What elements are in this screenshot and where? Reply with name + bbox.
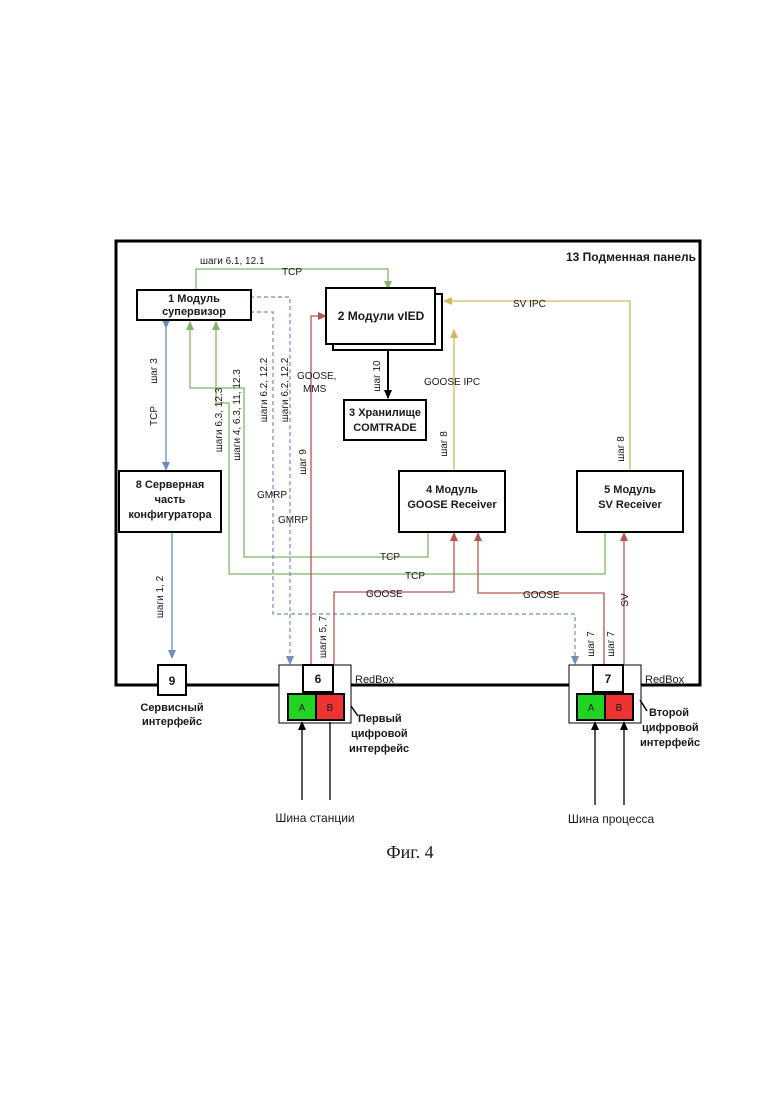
goose-receiver-line1: 4 Модуль xyxy=(426,484,478,496)
label-tcp-left: TCP xyxy=(149,406,160,426)
sv-receiver-line2: SV Receiver xyxy=(598,499,662,511)
panel-title: 13 Подменная панель xyxy=(566,250,696,264)
goose-mms-redbox6-vied-arrow xyxy=(311,316,326,664)
vied-label: 2 Модули vIED xyxy=(338,309,425,323)
label-sv: SV xyxy=(620,593,631,607)
sv-receiver-module: 5 Модуль SV Receiver xyxy=(577,471,683,532)
process-bus-label: Шина процесса xyxy=(568,812,655,826)
redbox6-port-a-label: A xyxy=(299,703,306,714)
label-steps-5-7: шаги 5, 7 xyxy=(318,615,329,658)
tcp-sv-receiver-supervisor-arrow xyxy=(216,322,605,574)
redbox7-tag: RedBox xyxy=(645,674,685,686)
label-step-7a: шаг 7 xyxy=(586,631,597,657)
label-step-8a: шаг 8 xyxy=(439,431,450,457)
configurator-line2: часть xyxy=(155,494,186,506)
label-step-3: шаг 3 xyxy=(149,358,160,384)
configurator-line1: 8 Серверная xyxy=(136,479,205,491)
label-goose-mms-1: GOOSE, xyxy=(297,371,336,382)
goose-receiver-module: 4 Модуль GOOSE Receiver xyxy=(399,471,505,532)
first-interface-line1: Первый xyxy=(358,713,402,725)
label-steps-6-2b: шаги 6.2, 12.2 xyxy=(280,357,291,422)
redbox7-port-b-label: B xyxy=(616,703,623,714)
label-step-7b: шаг 7 xyxy=(606,631,617,657)
storage-line2: COMTRADE xyxy=(353,422,417,434)
label-steps-1-2: шаги 1, 2 xyxy=(155,575,166,618)
label-goose-ipc: GOOSE IPC xyxy=(424,377,480,388)
redbox7-port-a-label: A xyxy=(588,703,595,714)
redbox7-number: 7 xyxy=(605,672,612,686)
first-interface-line3: интерфейс xyxy=(349,743,409,755)
label-goose-mms-2: MMS xyxy=(303,384,327,395)
service-interface-line2: интерфейс xyxy=(142,716,202,728)
service-port-label: 9 xyxy=(169,674,176,688)
label-steps-6-3: шаги 6.3, 12.3 xyxy=(214,387,225,452)
second-interface-line2: цифровой xyxy=(642,722,699,734)
label-gmrp-2: GMRP xyxy=(278,515,308,526)
label-steps-6-1: шаги 6.1, 12.1 xyxy=(200,256,265,267)
station-bus-label: Шина станции xyxy=(275,811,354,825)
label-tcp-mid: TCP xyxy=(380,552,400,563)
label-step-10: шаг 10 xyxy=(372,360,383,392)
label-step-9: шаг 9 xyxy=(298,449,309,475)
second-interface-line3: интерфейс xyxy=(640,737,700,749)
comtrade-storage: 3 Хранилище COMTRADE xyxy=(344,400,426,440)
label-tcp-low: TCP xyxy=(405,571,425,582)
supervisor-module: 1 Модуль супервизор xyxy=(137,290,251,320)
service-port: 9 xyxy=(158,665,186,695)
redbox6-port-b-label: B xyxy=(327,703,334,714)
first-interface-callout xyxy=(351,706,358,716)
supervisor-line1: 1 Модуль xyxy=(168,293,220,305)
redbox6-number: 6 xyxy=(315,672,322,686)
goose-receiver-line2: GOOSE Receiver xyxy=(407,499,497,511)
configurator-line3: конфигуратора xyxy=(128,509,212,521)
label-goose-left: GOOSE xyxy=(366,589,403,600)
service-interface-line1: Сервисный xyxy=(140,702,203,714)
label-goose-right: GOOSE xyxy=(523,590,560,601)
label-steps-4: шаги 4, 6.3, 11, 12.3 xyxy=(232,369,243,461)
sv-receiver-line1: 5 Модуль xyxy=(604,484,656,496)
first-interface-line2: цифровой xyxy=(351,728,408,740)
figure-caption: Фиг. 4 xyxy=(386,842,433,862)
label-steps-6-2a: шаги 6.2, 12.2 xyxy=(259,357,270,422)
label-step-8b: шаг 8 xyxy=(616,436,627,462)
label-tcp-top: TCP xyxy=(282,267,302,278)
storage-line1: 3 Хранилище xyxy=(349,407,421,419)
second-interface-line1: Второй xyxy=(649,707,689,719)
label-gmrp-1: GMRP xyxy=(257,490,287,501)
gmrp-supervisor-redbox6-arrow xyxy=(250,297,290,664)
label-sv-ipc: SV IPC xyxy=(513,299,546,310)
configurator-server: 8 Серверная часть конфигуратора xyxy=(119,471,221,532)
redbox6-tag: RedBox xyxy=(355,674,395,686)
vied-modules: 2 Модули vIED xyxy=(326,288,442,350)
supervisor-line2: супервизор xyxy=(162,306,226,318)
